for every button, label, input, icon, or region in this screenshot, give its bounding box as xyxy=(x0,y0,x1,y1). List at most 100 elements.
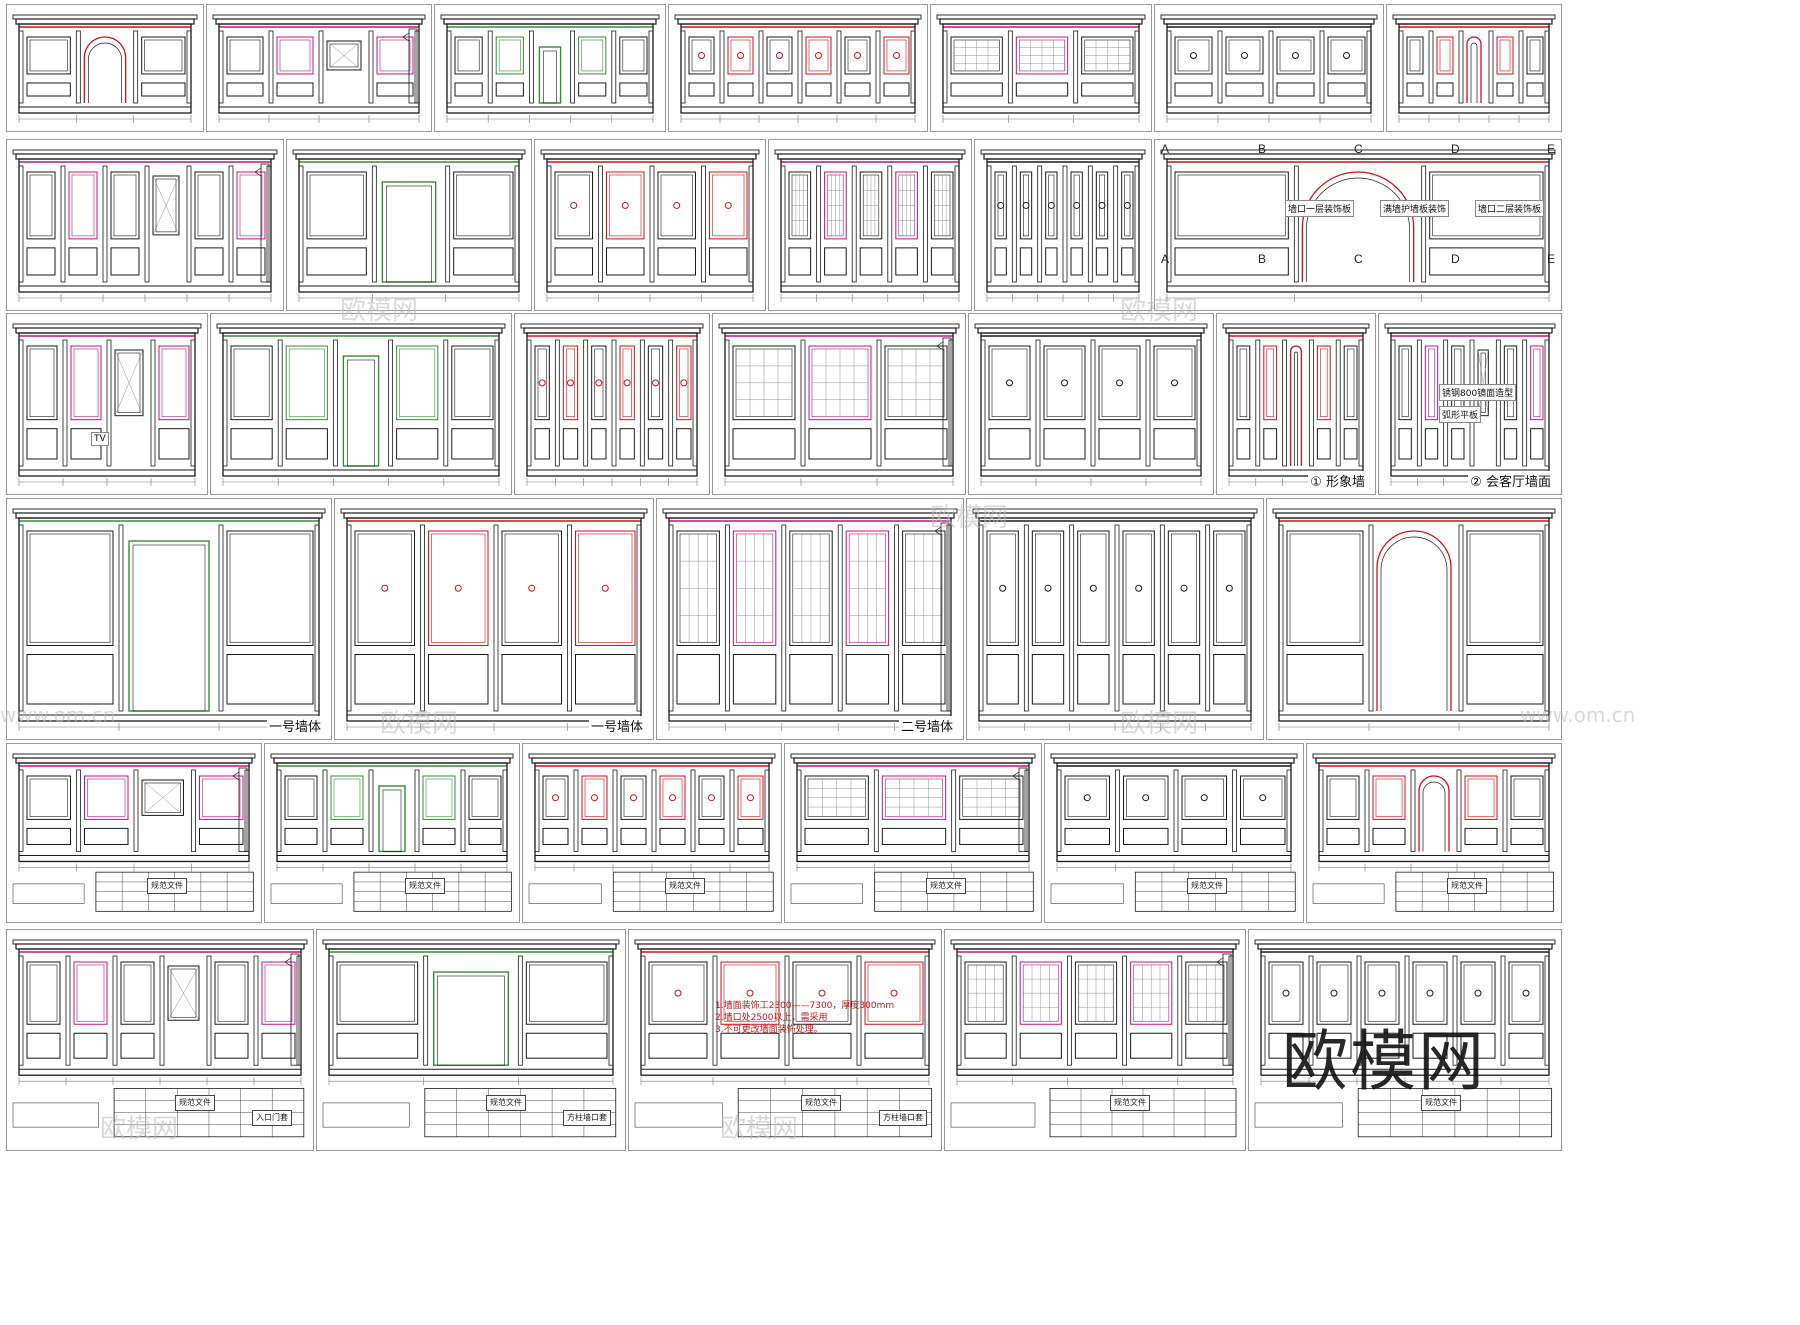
drawing-sheet-34[interactable]: 规范文件方柱墙口套 1.墙面装饰工2300——7300，厚度300mm 2.墙口处… xyxy=(628,929,942,1151)
drawing-sheet-11[interactable] xyxy=(768,139,972,311)
elevation-drawing xyxy=(292,149,526,302)
title-block-drawing-name: 方柱墙口套 xyxy=(879,1110,927,1126)
drawing-sheet-21[interactable]: 一号墙体 xyxy=(6,498,332,740)
drawing-sheet-35[interactable]: 规范文件 xyxy=(944,929,1246,1151)
elevation-drawing xyxy=(540,149,760,302)
elevation-drawing xyxy=(1272,508,1556,731)
elevation-drawing xyxy=(12,508,326,731)
elevation-drawing xyxy=(1160,14,1378,123)
drawing-sheet-24[interactable] xyxy=(966,498,1264,740)
title-block-drawing-name: 方柱墙口套 xyxy=(563,1110,611,1126)
wall-callout: 墙口二层装饰板 xyxy=(1475,200,1545,217)
drawing-sheet-22[interactable]: 一号墙体 xyxy=(334,498,654,740)
elevation-drawing xyxy=(12,14,198,123)
wall-callout: 满墙护墙板装饰 xyxy=(1380,200,1450,217)
elevation-drawing xyxy=(440,14,660,123)
elevation-drawing xyxy=(974,323,1208,486)
panel-annotation: 锈钢800镜面造型 xyxy=(1439,384,1517,401)
sheet-caption: 一号墙体 xyxy=(266,716,323,735)
axis-label-b: B xyxy=(1258,252,1267,266)
title-block-label: 规范文件 xyxy=(486,1095,526,1111)
title-block-label: 规范文件 xyxy=(405,878,445,894)
elevation-drawing xyxy=(1392,14,1556,123)
drawing-sheet-31[interactable]: 规范文件 xyxy=(1306,743,1562,923)
drawing-sheet-2[interactable] xyxy=(206,4,432,132)
drawing-sheet-5[interactable] xyxy=(930,4,1152,132)
elevation-drawing xyxy=(774,149,966,302)
elevation-drawing xyxy=(1222,323,1370,486)
red-spec-notes: 1.墙面装饰工2300——7300，厚度300mm 2.墙口处2500以上，需采… xyxy=(715,1001,895,1035)
title-block-label: 规范文件 xyxy=(1110,1095,1150,1111)
drawing-sheet-29[interactable]: 规范文件 xyxy=(784,743,1042,923)
title-block-label: 规范文件 xyxy=(801,1095,841,1111)
drawing-sheet-15[interactable] xyxy=(210,313,512,495)
elevation-drawing xyxy=(216,323,506,486)
drawing-sheet-4[interactable] xyxy=(668,4,928,132)
elevation-drawing xyxy=(950,939,1240,1138)
drawing-sheet-28[interactable]: 规范文件 xyxy=(522,743,782,923)
sheet-caption: ② 会客厅墙面 xyxy=(1468,471,1553,490)
sheet-caption: 二号墙体 xyxy=(898,716,955,735)
drawing-sheet-6[interactable] xyxy=(1154,4,1384,132)
drawing-sheet-27[interactable]: 规范文件 xyxy=(264,743,520,923)
drawing-sheet-9[interactable] xyxy=(286,139,532,311)
drawing-sheet-14[interactable]: TV xyxy=(6,313,208,495)
elevation-drawing xyxy=(634,939,936,1138)
elevation-drawing xyxy=(528,753,776,912)
elevation-drawing xyxy=(662,508,958,731)
axis-label-d: D xyxy=(1451,252,1460,266)
wall-callout: 墙口一层装饰板 xyxy=(1285,200,1355,217)
sheet-caption: ① 形象墙 xyxy=(1308,471,1367,490)
title-block-label: 规范文件 xyxy=(1421,1095,1461,1111)
panel-annotation: 弧形平板 xyxy=(1439,406,1482,423)
axis-label-d: D xyxy=(1451,142,1460,156)
axis-label-c: C xyxy=(1354,142,1363,156)
drawing-sheet-8[interactable] xyxy=(6,139,284,311)
elevation-drawing xyxy=(1312,753,1556,912)
elevation-drawing xyxy=(718,323,960,486)
drawing-sheet-10[interactable] xyxy=(534,139,766,311)
drawing-sheet-19[interactable]: ① 形象墙 xyxy=(1216,313,1376,495)
drawing-sheet-33[interactable]: 规范文件方柱墙口套 xyxy=(316,929,626,1151)
elevation-drawing xyxy=(980,149,1146,302)
title-block-label: 规范文件 xyxy=(175,1095,215,1111)
drawing-sheet-23[interactable]: 二号墙体 xyxy=(656,498,964,740)
elevation-drawing xyxy=(1384,323,1556,486)
title-block-drawing-name: 入口门套 xyxy=(252,1110,292,1126)
drawing-sheet-1[interactable] xyxy=(6,4,204,132)
drawing-sheet-32[interactable]: 规范文件入口门套 xyxy=(6,929,314,1151)
elevation-drawing xyxy=(12,323,202,486)
axis-label-a: A xyxy=(1161,252,1170,266)
drawing-sheet-7[interactable] xyxy=(1386,4,1562,132)
drawing-sheet-36[interactable]: 规范文件 xyxy=(1248,929,1562,1151)
elevation-drawing xyxy=(1160,149,1556,302)
drawing-sheet-16[interactable] xyxy=(514,313,710,495)
elevation-drawing xyxy=(212,14,426,123)
drawing-sheet-17[interactable] xyxy=(712,313,966,495)
drawing-sheet-26[interactable]: 规范文件 xyxy=(6,743,262,923)
title-block-label: 规范文件 xyxy=(665,878,705,894)
elevation-drawing xyxy=(270,753,514,912)
drawing-sheet-3[interactable] xyxy=(434,4,666,132)
watermark-logo: 欧模网 xyxy=(1282,1023,1486,1100)
drawing-sheet-30[interactable]: 规范文件 xyxy=(1044,743,1304,923)
drawing-sheet-20[interactable]: ② 会客厅墙面 锈钢800镜面造型弧形平板 xyxy=(1378,313,1562,495)
axis-label-b: B xyxy=(1258,142,1267,156)
elevation-drawing xyxy=(674,14,922,123)
axis-label-e: E xyxy=(1547,142,1556,156)
elevation-drawing xyxy=(1050,753,1298,912)
elevation-drawing xyxy=(520,323,704,486)
drawing-sheet-25[interactable] xyxy=(1266,498,1562,740)
sheet-caption: 一号墙体 xyxy=(588,716,645,735)
title-block-label: 规范文件 xyxy=(1447,878,1487,894)
drawing-sheet-12[interactable] xyxy=(974,139,1152,311)
elevation-drawing xyxy=(322,939,620,1138)
drawing-sheet-18[interactable] xyxy=(968,313,1214,495)
title-block-label: 规范文件 xyxy=(147,878,187,894)
axis-label-e: E xyxy=(1547,252,1556,266)
elevation-drawing xyxy=(790,753,1036,912)
elevation-drawing xyxy=(12,939,308,1138)
elevation-drawing xyxy=(936,14,1146,123)
title-block-label: 规范文件 xyxy=(1187,878,1227,894)
